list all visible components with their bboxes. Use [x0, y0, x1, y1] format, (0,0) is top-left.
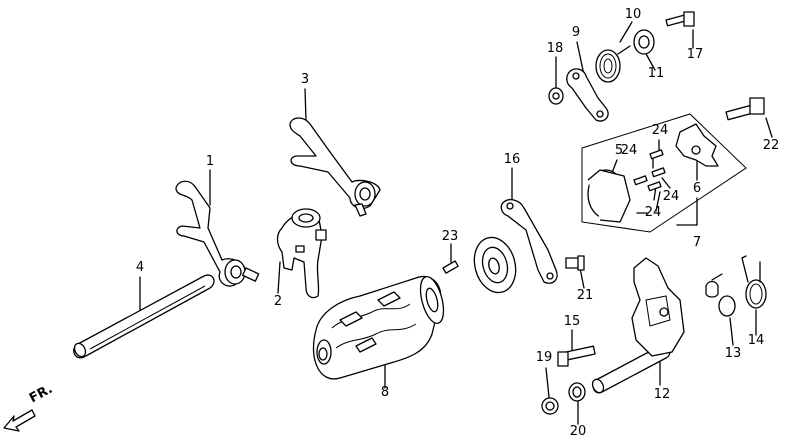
- washer-19: [541, 397, 559, 415]
- callout-24-bottom: 24: [644, 205, 662, 220]
- stopper-arm-bolt: [665, 11, 695, 27]
- callout-21: 21: [576, 288, 594, 303]
- drum-center-assembly: [581, 113, 747, 233]
- callout-15: 15: [563, 314, 581, 329]
- callout-7: 7: [692, 235, 702, 250]
- drum-bearing: [473, 236, 517, 294]
- callout-1: 1: [205, 154, 215, 169]
- callout-8: 8: [380, 385, 390, 400]
- stopper-plate: [500, 198, 558, 284]
- gearshift-spindle: [591, 257, 685, 394]
- stopper-spring: [595, 45, 631, 83]
- callout-4: 4: [135, 260, 145, 275]
- shift-fork-1: [175, 180, 260, 287]
- callout-23: 23: [441, 229, 459, 244]
- callout-9: 9: [571, 25, 581, 40]
- stopper-bolt: [565, 255, 585, 271]
- callout-19: 19: [535, 350, 553, 365]
- callout-6: 6: [692, 181, 702, 196]
- leader-lines: [139, 21, 773, 425]
- drum-center-bolt: [725, 97, 765, 121]
- callout-24-left: 24: [620, 143, 638, 158]
- callout-24-top: 24: [651, 123, 669, 138]
- shift-drum: [312, 275, 445, 380]
- circlip-20: [568, 382, 586, 402]
- washer-18: [548, 87, 564, 105]
- drum-pin: [442, 260, 459, 274]
- front-direction-arrow: [3, 409, 36, 432]
- callout-22: 22: [762, 138, 780, 153]
- callout-12: 12: [653, 387, 671, 402]
- shift-fork-2: [276, 208, 327, 299]
- callout-13: 13: [724, 346, 742, 361]
- callout-2: 2: [273, 294, 283, 309]
- drum-stopper-arm: [566, 68, 609, 122]
- callout-16: 16: [503, 152, 521, 167]
- callout-5: 5: [614, 143, 624, 158]
- shift-fork-shaft: [73, 274, 215, 359]
- stopper-collar: [633, 29, 655, 55]
- washer-13: [705, 273, 736, 317]
- callout-3: 3: [300, 72, 310, 87]
- callout-20: 20: [569, 424, 587, 439]
- callout-24-right: 24: [662, 189, 680, 204]
- callout-11: 11: [647, 66, 665, 81]
- shift-fork-3: [289, 117, 381, 217]
- return-spring: [741, 255, 767, 309]
- callout-14: 14: [747, 333, 765, 348]
- callout-18: 18: [546, 41, 564, 56]
- bolt-15: [557, 345, 596, 367]
- callout-17: 17: [686, 47, 704, 62]
- callout-10: 10: [624, 7, 642, 22]
